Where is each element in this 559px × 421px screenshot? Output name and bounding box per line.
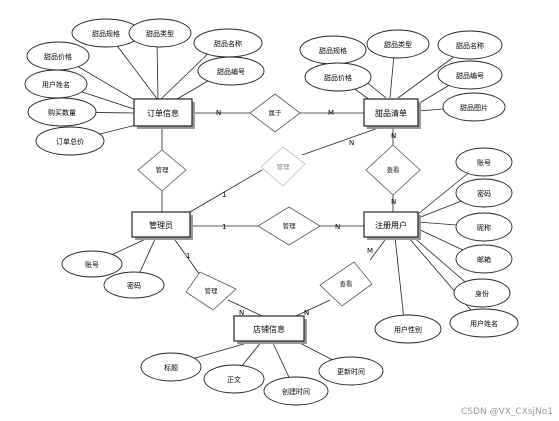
order-attributes: 甜品规格 甜品类型 甜品名称 甜品价格 甜品编号 用户姓名 购买数量 订单总价 [24,18,265,156]
attr-label: 甜品编号 [456,71,484,80]
entity-user-label: 注册用户 [375,220,407,230]
rel-admin-product: 管理 [260,146,306,187]
rel-admin-store: 管理 [185,271,237,311]
attr-label: 购买数量 [48,108,76,117]
attr-label: 甜品规格 [319,46,347,55]
svg-text:1: 1 [186,252,190,260]
attr-label: 订单总价 [56,137,84,146]
svg-text:N: N [335,223,340,231]
attr-label: 甜品名称 [456,41,484,50]
svg-text:查看: 查看 [340,279,354,288]
attr-label: 标题 [164,363,178,372]
entity-product-list-label: 甜品清单 [375,108,407,118]
entity-store-label: 店铺信息 [253,324,285,334]
user-attributes: 账号 密码 昵称 邮箱 身份 用户姓名 用户性别 [374,147,519,344]
svg-text:属于: 属于 [269,109,283,117]
attr-label: 正文 [227,375,241,384]
svg-text:N: N [216,109,221,117]
entity-user: 注册用户 [363,211,421,240]
attr-label: 密码 [127,281,141,290]
rel-user-store: 查看 [319,261,373,307]
svg-text:N: N [239,309,244,317]
attr-label: 用户性别 [394,325,422,334]
entity-order: 订单信息 [133,98,195,129]
attr-label: 甜品类型 [146,29,174,38]
admin-attributes: 账号 密码 [61,250,165,299]
attr-label: 甜品价格 [44,52,72,61]
attr-label: 用户姓名 [42,80,70,89]
attr-label: 甜品名称 [214,39,242,48]
entity-order-label: 订单信息 [147,108,179,118]
rel-admin-order: 管理 [137,149,187,192]
entity-admin: 管理员 [131,211,193,240]
svg-text:N: N [304,309,309,317]
attr-label: 昵称 [477,223,491,232]
svg-text:1: 1 [222,191,226,199]
attr-label: 甜品类型 [384,40,412,49]
attr-label: 密码 [477,189,491,198]
svg-text:M: M [367,247,373,255]
svg-text:管理: 管理 [277,162,291,171]
attr-label: 邮箱 [477,255,491,264]
svg-text:管理: 管理 [156,165,170,174]
rel-admin-user: 管理 [257,206,321,246]
svg-text:管理: 管理 [283,221,297,230]
attr-label: 身份 [475,289,489,298]
attr-label: 创建时间 [282,387,310,396]
svg-text:N: N [391,132,396,140]
attr-label: 账号 [85,260,99,269]
svg-text:N: N [349,139,354,147]
attr-label: 用户姓名 [470,319,498,328]
rel-user-product: 查看 [365,144,421,196]
attr-label: 账号 [477,158,491,167]
cardinalities: N M 1 N 1 N N N 1 N M N [186,109,396,317]
svg-text:管理: 管理 [205,286,219,295]
attr-label: 甜品图片 [460,103,488,112]
product-list-attributes: 甜品规格 甜品类型 甜品名称 甜品价格 甜品编号 甜品图片 [299,29,506,122]
rel-order-product: 属于 [249,93,301,133]
svg-text:M: M [328,109,334,117]
store-attributes: 标题 正文 创建时间 更新时间 [140,352,384,406]
entity-store: 店铺信息 [233,315,307,344]
attr-label: 甜品价格 [324,73,352,82]
watermark: CSDN @VX_CXsjNo1 [461,407,553,417]
attr-label: 甜品编号 [217,67,245,76]
attr-label: 甜品规格 [92,29,120,38]
svg-text:1: 1 [222,223,226,231]
svg-text:查看: 查看 [387,165,401,174]
entity-product-list: 甜品清单 [363,98,421,129]
entity-admin-label: 管理员 [149,220,173,230]
attr-label: 更新时间 [337,367,365,376]
svg-text:N: N [391,198,396,206]
